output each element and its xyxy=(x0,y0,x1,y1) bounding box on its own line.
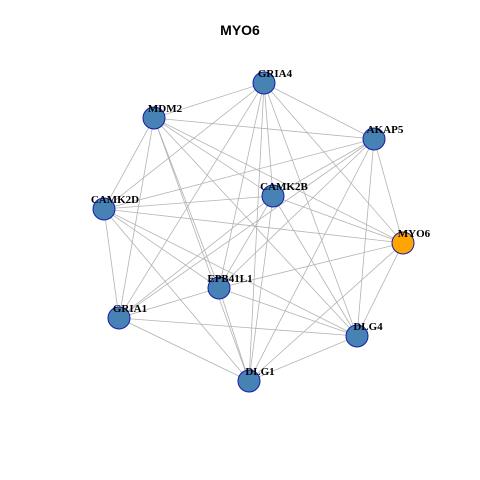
edge-epb41l1-dlg4 xyxy=(218,287,358,337)
node-label-camk2b: CAMK2B xyxy=(260,181,308,193)
edge-gria4-mdm2 xyxy=(153,82,265,119)
node-label-dlg4: DLG4 xyxy=(353,321,383,333)
node-label-camk2d: CAMK2D xyxy=(91,194,139,206)
edge-mdm2-myo6 xyxy=(153,117,404,244)
node-gria4[interactable] xyxy=(252,71,276,95)
edge-camk2d-dlg4 xyxy=(103,208,358,337)
edge-mdm2-camk2d xyxy=(103,117,155,210)
node-label-gria4: GRIA4 xyxy=(258,68,293,80)
edge-camk2b-gria1 xyxy=(118,195,274,319)
edge-gria4-myo6 xyxy=(263,82,404,244)
node-label-mdm2: MDM2 xyxy=(148,103,183,115)
node-dlg4[interactable] xyxy=(345,324,369,348)
edge-mdm2-dlg1 xyxy=(153,117,250,382)
edge-epb41l1-dlg1 xyxy=(218,287,250,382)
node-mdm2[interactable] xyxy=(142,106,166,130)
edge-gria4-camk2d xyxy=(103,82,265,210)
edge-camk2d-gria1 xyxy=(103,208,120,319)
edge-akap5-gria1 xyxy=(118,138,375,319)
edge-mdm2-gria1 xyxy=(118,117,155,319)
node-label-epb41l1: EPB41L1 xyxy=(207,273,252,285)
edge-akap5-myo6 xyxy=(373,138,404,244)
node-camk2b[interactable] xyxy=(261,184,285,208)
edge-camk2b-dlg4 xyxy=(272,195,358,337)
edge-mdm2-camk2b xyxy=(153,117,274,197)
node-label-myo6: MYO6 xyxy=(398,228,431,240)
node-label-dlg1: DLG1 xyxy=(245,366,274,378)
edge-akap5-dlg4 xyxy=(356,138,375,337)
edge-gria4-epb41l1 xyxy=(218,82,265,289)
edge-myo6-dlg1 xyxy=(248,242,404,382)
edge-gria4-dlg1 xyxy=(248,82,265,382)
edge-akap5-camk2d xyxy=(103,138,375,210)
node-layer xyxy=(92,71,415,393)
edge-camk2d-epb41l1 xyxy=(103,208,220,289)
edge-mdm2-akap5 xyxy=(153,117,375,140)
edge-myo6-epb41l1 xyxy=(218,242,404,289)
edge-dlg4-dlg1 xyxy=(248,335,358,382)
edge-camk2b-myo6 xyxy=(272,195,404,244)
edge-camk2d-dlg1 xyxy=(103,208,250,382)
node-label-gria1: GRIA1 xyxy=(113,303,147,315)
edge-gria1-dlg4 xyxy=(118,317,358,337)
edge-gria1-dlg1 xyxy=(118,317,250,382)
edge-myo6-dlg4 xyxy=(356,242,404,337)
node-camk2d[interactable] xyxy=(92,197,116,221)
node-epb41l1[interactable] xyxy=(207,276,231,300)
edge-camk2d-myo6 xyxy=(103,208,404,244)
node-gria1[interactable] xyxy=(107,306,131,330)
edge-akap5-camk2b xyxy=(272,138,375,197)
edge-camk2b-epb41l1 xyxy=(218,195,274,289)
node-dlg1[interactable] xyxy=(237,369,261,393)
edge-mdm2-dlg4 xyxy=(153,117,358,337)
edge-layer xyxy=(103,82,404,382)
node-myo6[interactable] xyxy=(391,231,415,255)
edge-gria4-gria1 xyxy=(118,82,265,319)
edge-camk2b-camk2d xyxy=(103,195,274,210)
edge-gria4-akap5 xyxy=(263,82,375,140)
edge-epb41l1-gria1 xyxy=(118,287,220,319)
node-label-akap5: AKAP5 xyxy=(367,124,404,136)
edge-akap5-epb41l1 xyxy=(218,138,375,289)
graph-title: MYO6 xyxy=(220,22,260,38)
edge-gria4-camk2b xyxy=(263,82,274,197)
edge-camk2b-dlg1 xyxy=(248,195,274,382)
node-akap5[interactable] xyxy=(362,127,386,151)
